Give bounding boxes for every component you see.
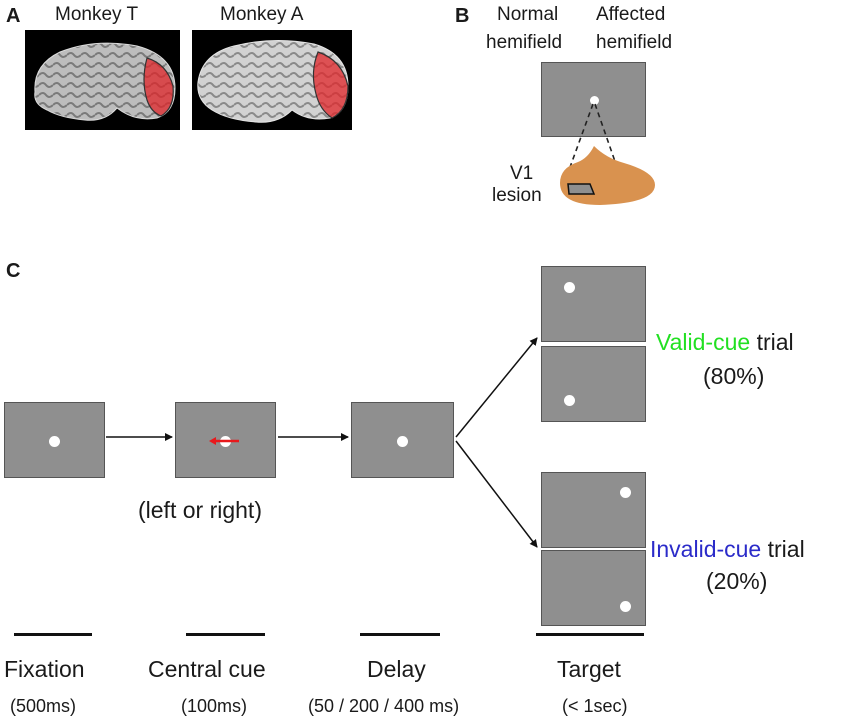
timeline-bar-delay <box>360 633 440 636</box>
phase-duration-central-cue: (100ms) <box>181 696 248 716</box>
phase-duration-delay: (50 / 200 / 400 ms) <box>308 696 460 716</box>
invalid-target-screen-2 <box>541 550 646 626</box>
valid-cue-percent: (80%) <box>703 363 765 389</box>
timeline-bar-target <box>536 633 644 636</box>
phase-name-target: Target <box>557 656 621 682</box>
timeline-bar-fixation <box>14 633 92 636</box>
affected-hemifield-line2: hemifield <box>596 32 673 53</box>
v1-lesion-line2: lesion <box>492 185 542 206</box>
valid-target-dot-2 <box>564 395 575 406</box>
valid-target-screen-2 <box>541 346 646 422</box>
valid-target-screen-1 <box>541 266 646 342</box>
valid-cue-trial-word: trial <box>756 329 794 355</box>
visual-field-screen <box>541 62 646 137</box>
panel-a-letter: A <box>6 5 21 27</box>
projection-line-right <box>594 103 619 171</box>
valid-cue-trial-label: Valid-cue trial <box>656 329 794 356</box>
arrow-to-invalid <box>455 440 538 548</box>
valid-cue-colored: Valid-cue <box>656 329 751 355</box>
arrow-to-valid <box>455 337 538 438</box>
phase-duration-target: (< 1sec) <box>562 696 628 716</box>
timeline-bar-cue <box>186 633 265 636</box>
brain-t-drawing <box>34 42 176 121</box>
v1-lesion-line1: V1 <box>510 163 534 184</box>
phase-name-delay: Delay <box>367 656 426 682</box>
phase-duration-fixation: (500ms) <box>10 696 77 716</box>
panel-b-letter: B <box>455 5 470 27</box>
cue-direction-note: (left or right) <box>138 497 262 523</box>
delay-screen <box>351 402 454 478</box>
central-cue-screen <box>175 402 276 478</box>
fixation-screen-dot <box>49 436 60 447</box>
brain-label-monkey-t: Monkey T <box>55 4 139 25</box>
lesion-region-icon <box>567 183 596 195</box>
valid-target-dot-1 <box>564 282 575 293</box>
invalid-cue-percent: (20%) <box>706 568 768 594</box>
invalid-target-dot-1 <box>620 487 631 498</box>
invalid-cue-trial-word: trial <box>767 536 805 562</box>
normal-hemifield-line2: hemifield <box>486 32 563 53</box>
phase-name-fixation: Fixation <box>4 656 85 682</box>
invalid-cue-trial-label: Invalid-cue trial <box>650 536 805 563</box>
brain-image-monkey-a <box>192 30 352 130</box>
projection-line-left <box>568 103 594 171</box>
invalid-target-dot-2 <box>620 601 631 612</box>
invalid-cue-colored: Invalid-cue <box>650 536 762 562</box>
delay-screen-dot <box>397 436 408 447</box>
cue-arrow-icon <box>209 437 239 445</box>
fixation-screen <box>4 402 105 478</box>
panel-c-letter: C <box>6 260 21 282</box>
phase-name-central-cue: Central cue <box>148 656 266 682</box>
fixation-dot <box>590 96 599 105</box>
invalid-target-screen-1 <box>541 472 646 548</box>
normal-hemifield-line1: Normal <box>497 4 559 25</box>
brain-a-drawing <box>197 39 349 123</box>
brain-label-monkey-a: Monkey A <box>220 4 304 25</box>
affected-hemifield-line1: Affected <box>596 4 666 25</box>
brain-image-monkey-t <box>25 30 180 130</box>
